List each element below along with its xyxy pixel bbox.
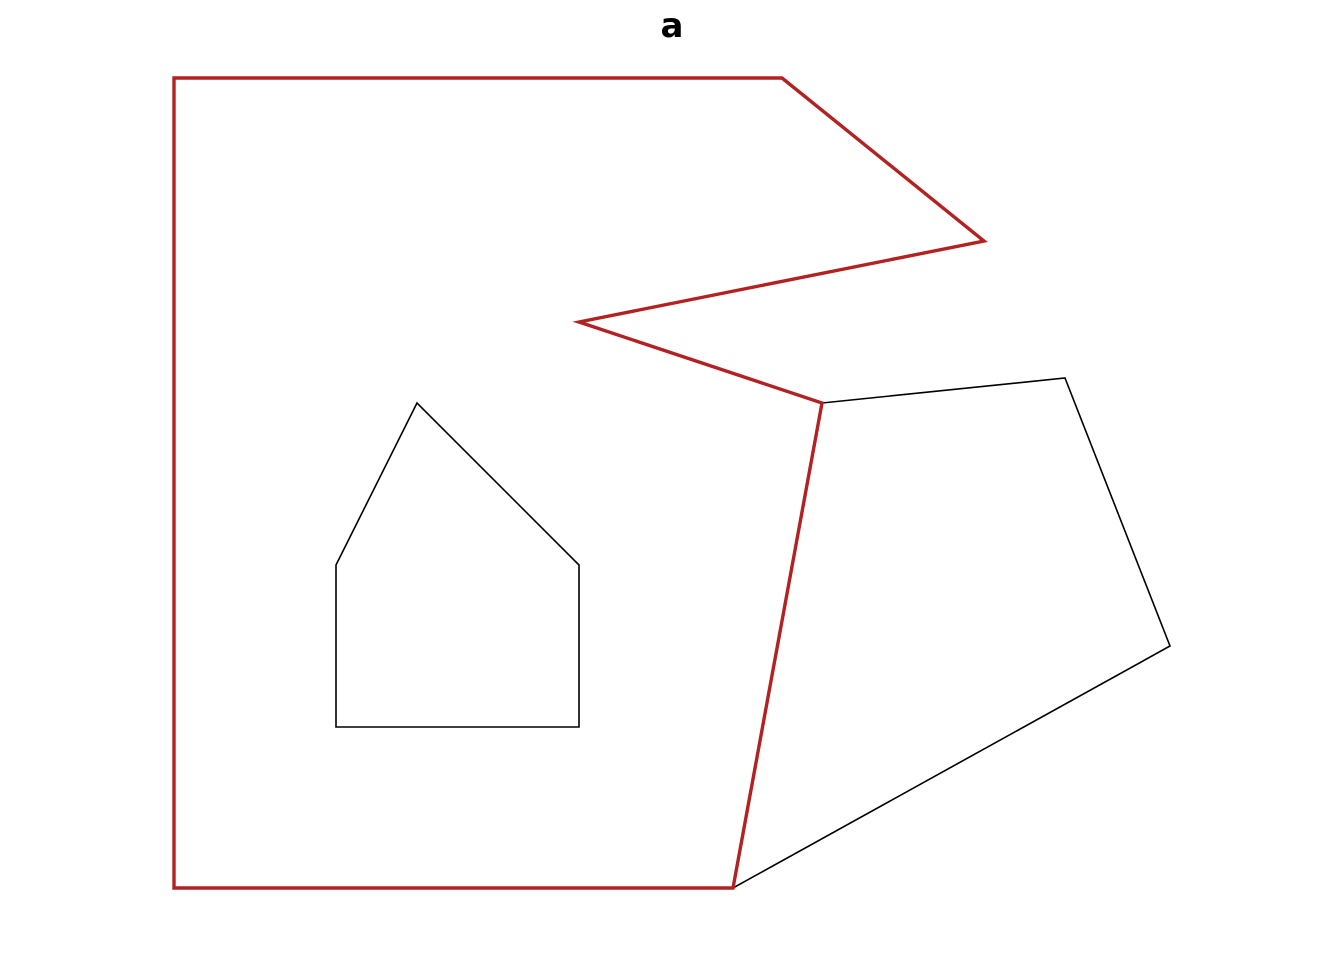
quad-polygon <box>731 377 1172 890</box>
figure-title: a <box>660 6 684 46</box>
house-polygon <box>335 401 580 728</box>
outer-polygon <box>172 76 988 890</box>
